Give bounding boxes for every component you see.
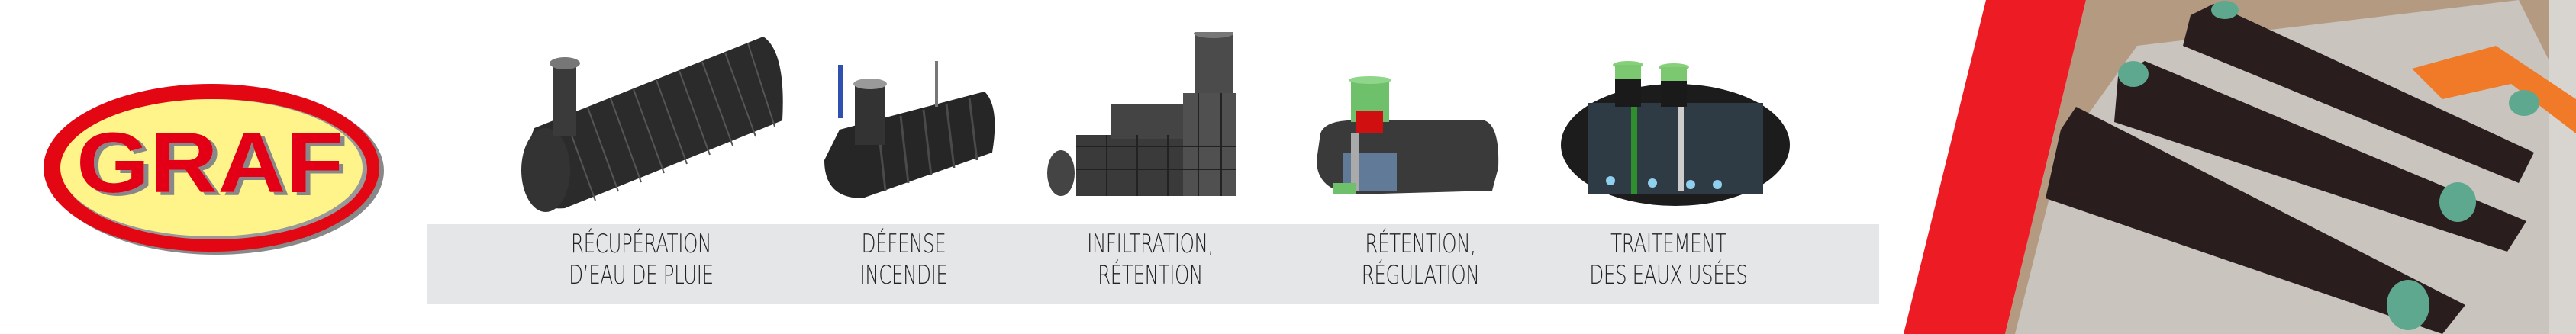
retention-tank-image <box>1317 76 1499 194</box>
category-line: RÉCUPÉRATION <box>570 229 712 259</box>
fire-defense-tank-image <box>824 61 995 198</box>
category-line: RÉTENTION, <box>1365 229 1476 259</box>
category-line: DES EAUX USÉES <box>1589 260 1748 291</box>
category-infiltration-retention[interactable]: INFILTRATION,RÉTENTION <box>1068 229 1233 291</box>
category-line: TRAITEMENT <box>1610 229 1726 259</box>
graf-logo[interactable]: GRAF <box>42 79 385 256</box>
category-line: RÉGULATION <box>1361 260 1480 291</box>
rainwater-tank-image <box>521 37 783 212</box>
logo-wordmark: GRAF <box>76 115 343 210</box>
wastewater-treatment-tank-image <box>1561 61 1790 206</box>
infiltration-crates-image <box>1047 32 1236 196</box>
category-line: DÉFENSE <box>861 229 946 259</box>
category-line: D’EAU DE PLUIE <box>569 260 714 291</box>
category-line: INCENDIE <box>859 260 948 291</box>
category-line: RÉTENTION <box>1098 260 1203 291</box>
red-accent-stripe <box>1904 0 2086 334</box>
category-retention-regulation[interactable]: RÉTENTION,RÉGULATION <box>1338 229 1503 291</box>
product-category-bar <box>427 224 1879 304</box>
category-line: INFILTRATION, <box>1087 229 1214 259</box>
